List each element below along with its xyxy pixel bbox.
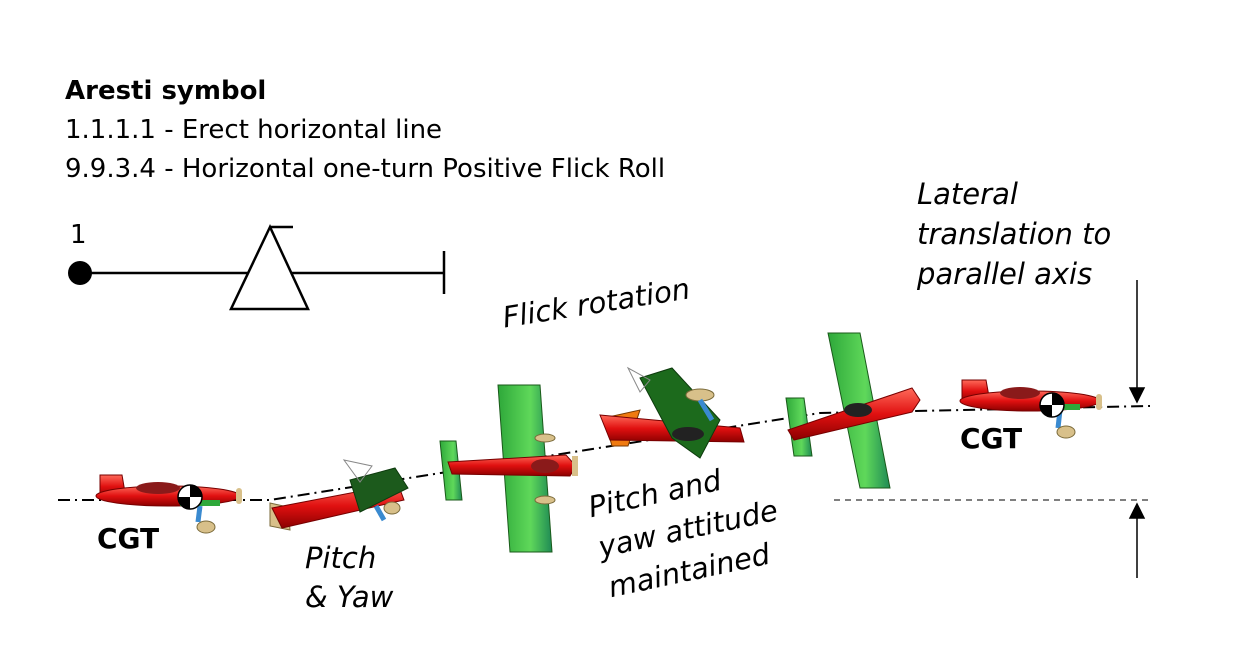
start-number: 1 <box>70 220 87 250</box>
aircraft-icon <box>785 332 921 489</box>
aircraft-icon <box>959 379 1102 439</box>
arrow-down-head <box>1128 387 1146 404</box>
aresti-symbol <box>68 224 446 311</box>
cg-marker-icon <box>177 484 203 510</box>
aircraft-icon <box>95 474 242 534</box>
aircraft-icon <box>269 459 409 531</box>
aircraft-icon <box>599 366 745 459</box>
label-pitch-yaw-1: Pitch <box>305 541 377 575</box>
cgt-label-right: CGT <box>960 422 1023 455</box>
arrow-up-head <box>1128 502 1146 519</box>
cg-marker-icon <box>1039 392 1065 418</box>
label-pitch-yaw-2: & Yaw <box>305 580 394 614</box>
header-line-1: 1.1.1.1 - Erect horizontal line <box>65 115 443 145</box>
header-line-2: 9.9.3.4 - Horizontal one-turn Positive F… <box>65 154 666 184</box>
label-lateral-2: translation to <box>917 217 1112 251</box>
header-title: Aresti symbol <box>65 76 267 106</box>
aircraft-icon <box>439 384 578 553</box>
cgt-label-left: CGT <box>97 522 160 555</box>
flick-triangle <box>229 224 310 311</box>
translation-arrows <box>1128 280 1146 578</box>
label-lateral-3: parallel axis <box>917 257 1093 291</box>
label-lateral-1: Lateral <box>917 177 1018 211</box>
